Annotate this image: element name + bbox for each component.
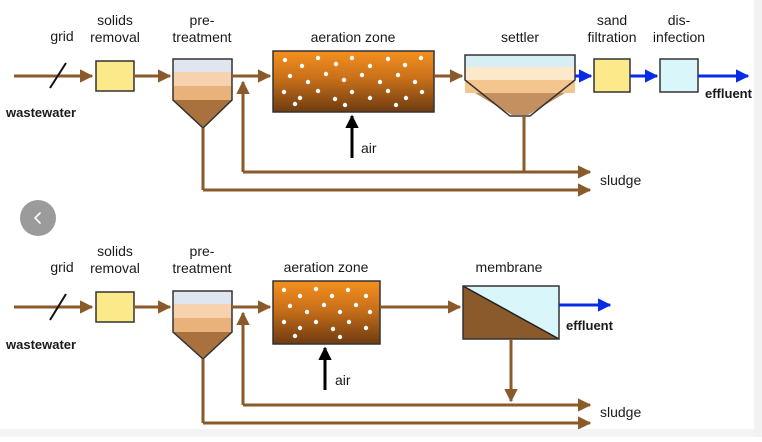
page-footer-strip bbox=[0, 429, 762, 437]
grid-symbol bbox=[49, 293, 67, 321]
pretreatment-tank bbox=[172, 290, 233, 361]
sludge-lines bbox=[201, 311, 592, 430]
sand-filtration-unit bbox=[593, 58, 631, 93]
label-aeration-zone: aeration zone bbox=[284, 259, 369, 275]
pretreatment-tank bbox=[172, 58, 233, 130]
label-membrane: membrane bbox=[476, 259, 543, 275]
solids-removal-unit bbox=[95, 60, 135, 92]
previous-slide-button[interactable] bbox=[20, 200, 56, 236]
label-sand: sand bbox=[597, 12, 627, 28]
label-solids: solids bbox=[97, 243, 133, 259]
label-removal: removal bbox=[90, 260, 140, 276]
label-pre: pre- bbox=[190, 243, 215, 259]
chevron-left-icon bbox=[34, 212, 41, 224]
label-treatment: treatment bbox=[172, 260, 231, 276]
label-pre: pre- bbox=[190, 12, 215, 28]
label-wastewater: wastewater bbox=[5, 337, 76, 352]
bottom-diagram: grid solids removal pre- treatment aerat… bbox=[5, 243, 641, 430]
sludge-lines bbox=[201, 80, 592, 197]
label-sludge: sludge bbox=[600, 172, 641, 188]
label-treatment: treatment bbox=[172, 29, 231, 45]
label-aeration-zone: aeration zone bbox=[311, 29, 396, 45]
label-sludge: sludge bbox=[600, 404, 641, 420]
membrane-unit bbox=[462, 285, 560, 340]
label-settler: settler bbox=[501, 29, 539, 45]
label-removal: removal bbox=[90, 29, 140, 45]
label-dis: dis- bbox=[668, 12, 691, 28]
scroll-gutter bbox=[754, 0, 762, 437]
label-effluent: effluent bbox=[566, 318, 614, 333]
label-wastewater: wastewater bbox=[5, 105, 76, 120]
label-grid: grid bbox=[50, 28, 73, 44]
top-diagram: grid solids removal pre- treatment aerat… bbox=[5, 12, 753, 197]
label-air: air bbox=[335, 372, 351, 388]
disinfection-unit bbox=[659, 58, 699, 93]
label-solids: solids bbox=[97, 12, 133, 28]
grid-symbol bbox=[49, 62, 67, 89]
solids-removal-unit bbox=[95, 291, 135, 323]
settler-tank bbox=[464, 54, 576, 117]
label-grid: grid bbox=[50, 259, 73, 275]
label-filtration: filtration bbox=[587, 29, 636, 45]
aeration-tank bbox=[272, 280, 381, 345]
label-air: air bbox=[361, 140, 377, 156]
label-effluent: effluent bbox=[705, 86, 753, 101]
label-infection: infection bbox=[653, 29, 705, 45]
aeration-tank bbox=[272, 50, 435, 113]
